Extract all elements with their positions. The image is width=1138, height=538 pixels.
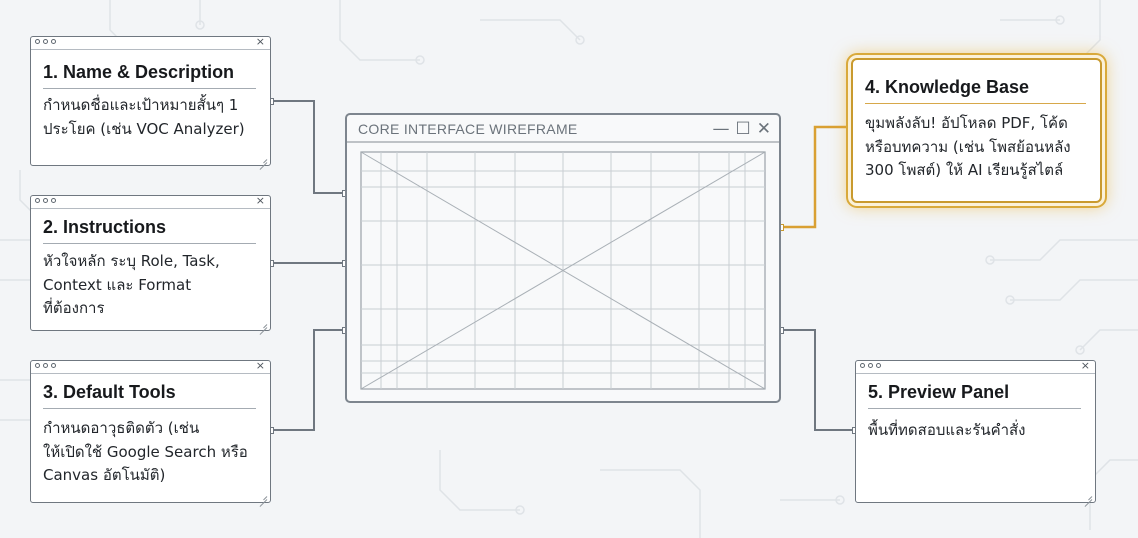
- window-dots-icon: [35, 363, 56, 368]
- panel-title: 4. Knowledge Base: [865, 77, 1086, 104]
- panel-title: 3. Default Tools: [43, 382, 256, 409]
- core-title: CORE INTERFACE WIREFRAME: [358, 121, 578, 137]
- panel-default-tools: × 3. Default Tools กำหนดอาวุธติดตัว (เช่…: [30, 359, 271, 503]
- panel-title: 1. Name & Description: [43, 62, 256, 89]
- core-interface-window: CORE INTERFACE WIREFRAME — ☐ ✕: [345, 113, 781, 403]
- panel-name-description: × 1. Name & Description กำหนดชื่อและเป้า…: [30, 35, 271, 166]
- panel-text: พื้นที่ทดสอบและรันคำสั่ง: [868, 421, 1026, 439]
- panel-knowledge-base: 4. Knowledge Base ขุมพลังลับ! อัปโหลด PD…: [851, 58, 1102, 203]
- panel-titlebar: ×: [856, 359, 1095, 374]
- close-icon[interactable]: ✕: [756, 119, 771, 139]
- window-dots-icon: [35, 39, 56, 44]
- panel-title: 5. Preview Panel: [868, 382, 1081, 409]
- panel-titlebar: ×: [31, 359, 270, 374]
- resize-grip-icon[interactable]: [259, 320, 267, 328]
- connector-tools: [270, 329, 345, 431]
- close-icon[interactable]: ×: [255, 194, 265, 207]
- connector-name: [270, 100, 345, 194]
- connector-preview: [781, 329, 855, 431]
- window-controls: — ☐ ✕: [713, 120, 772, 138]
- window-dots-icon: [35, 198, 56, 203]
- panel-text: หัวใจหลัก ระบุ Role, Task,Context และ Fo…: [43, 252, 220, 317]
- close-icon[interactable]: ×: [255, 35, 265, 48]
- panel-titlebar: ×: [31, 35, 270, 50]
- panel-preview: × 5. Preview Panel พื้นที่ทดสอบและรันคำส…: [855, 359, 1096, 503]
- resize-grip-icon[interactable]: [259, 492, 267, 500]
- wireframe-grid: [347, 141, 779, 390]
- panel-text: ขุมพลังลับ! อัปโหลด PDF, โค้ดหรือบทความ …: [865, 114, 1071, 179]
- panel-title: 2. Instructions: [43, 217, 256, 244]
- panel-text: กำหนดอาวุธติดตัว (เช่นให้เปิดใช้ Google …: [43, 419, 248, 484]
- panel-titlebar: ×: [31, 194, 270, 209]
- resize-grip-icon[interactable]: [259, 155, 267, 163]
- minimize-icon[interactable]: —: [712, 119, 730, 139]
- connector-knowledge: [781, 125, 848, 229]
- close-icon[interactable]: ×: [255, 359, 265, 372]
- panel-instructions: × 2. Instructions หัวใจหลัก ระบุ Role, T…: [30, 194, 271, 331]
- maximize-icon[interactable]: ☐: [735, 119, 751, 139]
- resize-grip-icon[interactable]: [1084, 492, 1092, 500]
- close-icon[interactable]: ×: [1080, 359, 1090, 372]
- window-dots-icon: [860, 363, 881, 368]
